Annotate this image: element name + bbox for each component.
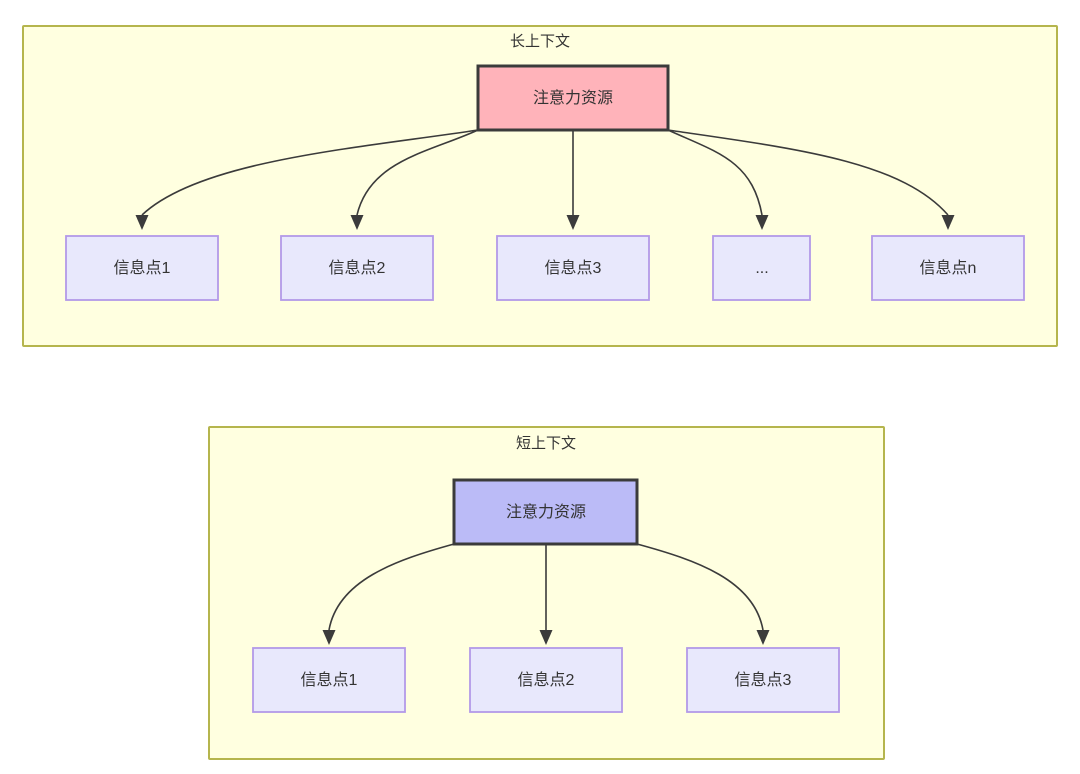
node-leaf-long-5[interactable] — [871, 235, 1025, 301]
arrow-head-short-leaf-3 — [756, 630, 770, 645]
panel-title-long-context: 长上下文 — [510, 33, 570, 50]
edge-root-to-leaf-4 — [667, 129, 763, 216]
arrow-head-leaf-3 — [566, 215, 580, 230]
arrow-head-leaf-2 — [350, 215, 364, 230]
arrow-head-short-leaf-2 — [539, 630, 553, 645]
node-leaf-short-3[interactable] — [686, 647, 840, 713]
node-leaf-long-2-label: 信息点2 — [329, 259, 386, 277]
node-leaf-long-2[interactable] — [280, 235, 434, 301]
node-leaf-short-2[interactable] — [469, 647, 623, 713]
edge-root-to-leaf-short-3 — [636, 543, 764, 631]
node-leaf-short-1-label: 信息点1 — [301, 671, 358, 689]
node-leaf-long-4[interactable] — [712, 235, 811, 301]
node-leaf-long-4-label: ... — [755, 260, 768, 277]
node-leaf-long-3-label: 信息点3 — [545, 259, 602, 277]
arrow-head-leaf-1 — [135, 215, 149, 230]
panel-title-short-context: 短上下文 — [516, 435, 576, 452]
arrow-head-leaf-5 — [941, 215, 955, 230]
node-leaf-short-1[interactable] — [252, 647, 406, 713]
node-leaf-short-2-label: 信息点2 — [518, 671, 575, 689]
edge-root-to-leaf-1 — [141, 129, 479, 216]
node-root-long-context-label: 注意力资源 — [533, 88, 613, 107]
node-root-short-context[interactable] — [452, 478, 639, 546]
node-leaf-long-5-label: 信息点n — [920, 259, 977, 277]
panel-short-context: 短上下文 注意力资源 信息点1 信息点2 信息点3 — [208, 426, 885, 760]
edge-root-to-leaf-5 — [667, 129, 949, 216]
arrow-head-leaf-4 — [755, 215, 769, 230]
edge-root-to-leaf-short-1 — [328, 543, 455, 631]
node-root-long-context[interactable] — [476, 64, 670, 132]
node-leaf-long-1[interactable] — [65, 235, 219, 301]
panel-long-context: 长上下文 注意力资源 信息点1 信息点2 — [22, 25, 1058, 347]
node-leaf-short-3-label: 信息点3 — [735, 671, 792, 689]
node-leaf-long-3[interactable] — [496, 235, 650, 301]
arrow-head-short-leaf-1 — [322, 630, 336, 645]
node-root-short-context-label: 注意力资源 — [506, 502, 586, 521]
node-leaf-long-1-label: 信息点1 — [114, 259, 171, 277]
edge-root-to-leaf-2 — [356, 129, 479, 216]
